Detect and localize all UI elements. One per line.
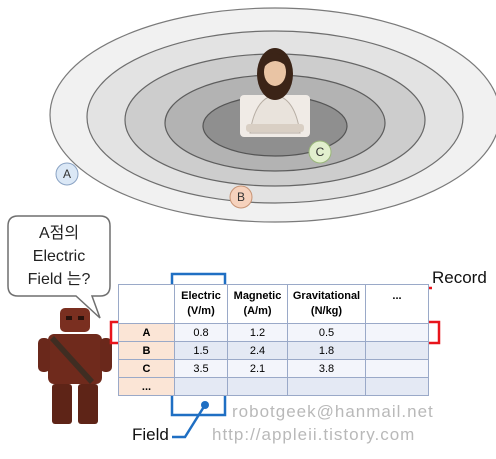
header-electric: Electric (V/m): [174, 284, 228, 324]
table-row: B 1.5 2.4 1.8: [118, 341, 429, 360]
row-name: C: [118, 359, 175, 378]
cell-electric: 1.5: [174, 341, 228, 360]
watermark-url: http://appleii.tistory.com: [212, 425, 416, 444]
header-empty: [118, 284, 175, 324]
cell-more: [365, 377, 429, 396]
cell-electric: 3.5: [174, 359, 228, 378]
point-a-label: A: [62, 167, 71, 181]
header-more-label: ...: [392, 290, 402, 302]
speech-line-3: Field 는?: [27, 271, 91, 288]
cell-more: [365, 359, 429, 378]
cell-electric: [174, 377, 228, 396]
header-magnetic: Magnetic (A/m): [227, 284, 288, 324]
cell-more: [365, 323, 429, 342]
table-header-row: Electric (V/m) Magnetic (A/m) Gravitationa…: [118, 284, 429, 324]
cell-magnetic: 2.4: [227, 341, 288, 360]
cell-gravitational: 1.8: [287, 341, 366, 360]
header-electric-unit: (V/m): [187, 305, 215, 317]
speech-bubble: [7, 215, 111, 319]
cell-gravitational: 0.5: [287, 323, 366, 342]
cell-gravitational: [287, 377, 366, 396]
source-person-image: [240, 48, 310, 137]
cell-gravitational: 3.8: [287, 359, 366, 378]
table-row: A 0.8 1.2 0.5: [118, 323, 429, 342]
header-electric-name: Electric: [181, 290, 221, 302]
point-c-label: C: [315, 145, 325, 159]
header-magnetic-unit: (A/m): [243, 305, 272, 317]
header-gravitational-unit: (N/kg): [310, 305, 343, 317]
field-arrow-dot: [201, 401, 209, 409]
row-name: A: [118, 323, 175, 342]
point-b-label: B: [236, 190, 245, 204]
speech-line-2: Electric: [32, 248, 86, 265]
watermark-email: robotgeek@hanmail.net: [232, 402, 434, 421]
header-gravitational-name: Gravitational: [292, 290, 361, 302]
row-name: B: [118, 341, 175, 360]
speech-text: A점의 Electric Field 는?: [8, 222, 110, 291]
cell-electric: 0.8: [174, 323, 228, 342]
field-callout-label: Field: [132, 425, 169, 444]
record-table: Electric (V/m) Magnetic (A/m) Gravitationa…: [118, 284, 429, 396]
cell-magnetic: [227, 377, 288, 396]
speech-line-1: A점의: [38, 225, 80, 242]
header-more: ...: [365, 284, 429, 324]
table-row: ...: [118, 377, 429, 396]
header-magnetic-name: Magnetic: [233, 290, 282, 302]
cell-magnetic: 1.2: [227, 323, 288, 342]
point-c-marker: [308, 140, 332, 164]
point-b-marker: [229, 185, 253, 209]
cell-more: [365, 341, 429, 360]
header-gravitational: Gravitational (N/kg): [287, 284, 366, 324]
record-callout-label: Record: [432, 268, 487, 287]
cell-magnetic: 2.1: [227, 359, 288, 378]
table-row: C 3.5 2.1 3.8: [118, 359, 429, 378]
chewbacca-figure-icon: [38, 308, 112, 424]
field-arrow: [172, 404, 207, 439]
row-name: ...: [118, 377, 175, 396]
point-a-marker: [55, 162, 79, 186]
